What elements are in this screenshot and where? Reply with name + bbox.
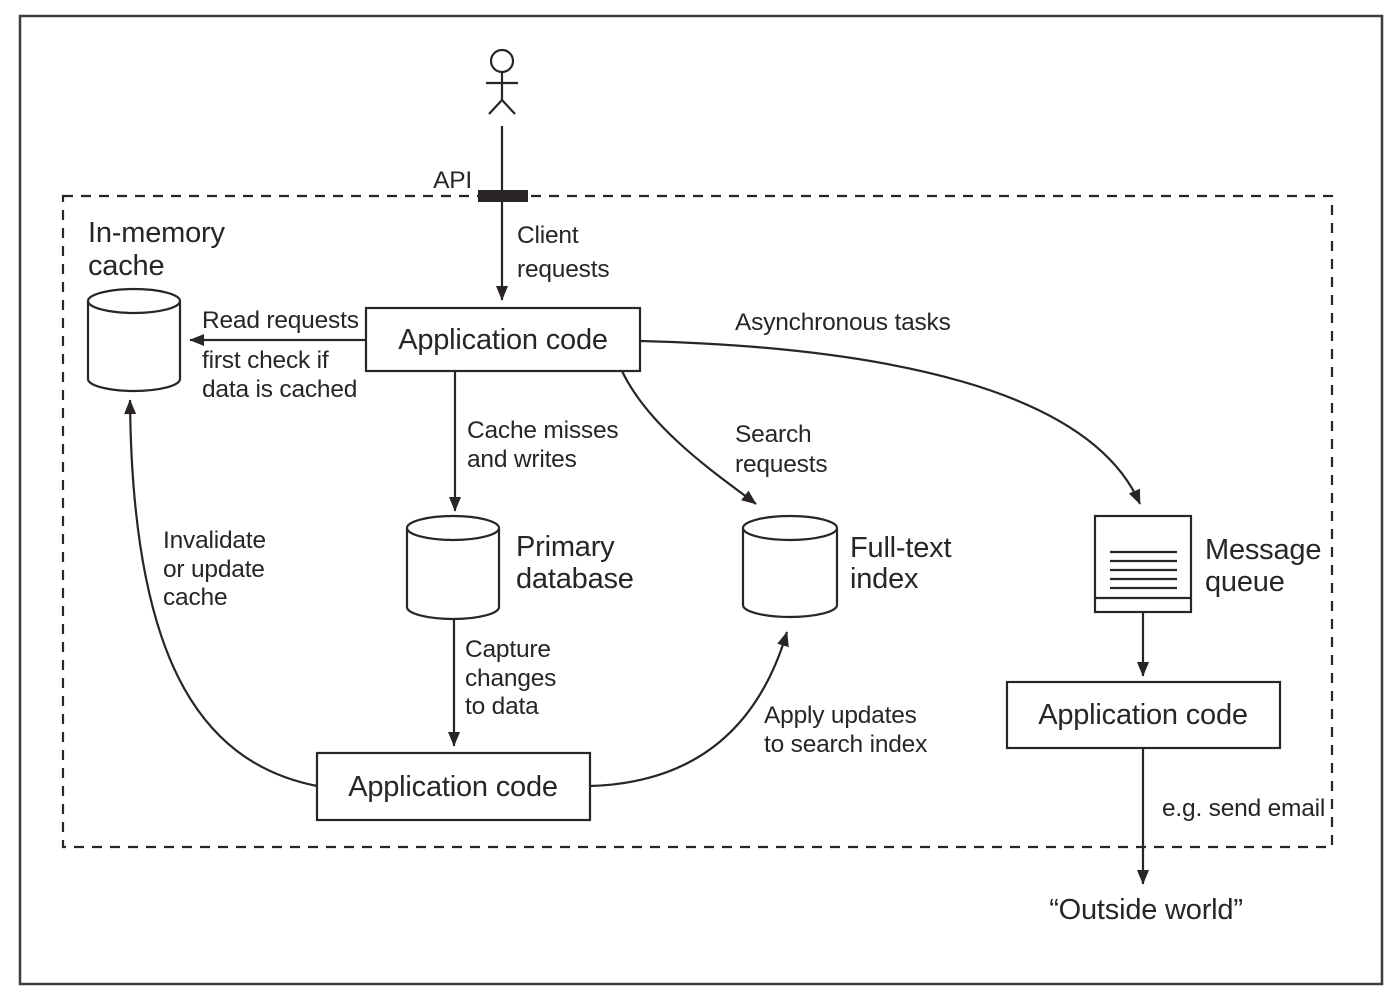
figure-border	[18, 14, 1384, 986]
apply-updates-label: Apply updates	[764, 702, 917, 729]
cache-misses-label: and writes	[467, 446, 577, 473]
search-requests-label: Search	[735, 421, 811, 448]
primary-database-label: database	[516, 563, 634, 595]
api-bar-icon	[478, 190, 528, 202]
application-code-top-label: Application code	[398, 324, 608, 356]
read-requests-note: first check if	[202, 347, 329, 374]
message-queue-label: queue	[1205, 566, 1285, 598]
node-application-code-right	[1005, 680, 1282, 750]
application-code-bottom-label: Application code	[348, 771, 558, 803]
capture-changes-label: Capture	[465, 636, 551, 663]
capture-changes-label: changes	[465, 665, 556, 692]
full-text-index-label: Full-text	[850, 532, 951, 564]
capture-changes-label: to data	[465, 693, 539, 720]
invalidate-cache-label: or update	[163, 556, 265, 583]
application-code-right-label: Application code	[1038, 699, 1248, 731]
message-queue-icon	[1093, 514, 1193, 614]
database-cylinder-icon	[741, 514, 839, 619]
primary-database-label: Primary	[516, 531, 615, 563]
full-text-index-label: index	[850, 563, 919, 595]
edge-asynchronous-tasks	[639, 339, 1142, 505]
read-requests-note: data is cached	[202, 376, 357, 403]
client-requests-label: requests	[517, 256, 609, 283]
invalidate-cache-label: Invalidate	[163, 527, 266, 554]
apply-updates-label: to search index	[764, 731, 927, 758]
node-application-code-bottom	[315, 751, 592, 822]
message-queue-label: Message	[1205, 534, 1321, 566]
asynchronous-tasks-label: Asynchronous tasks	[735, 309, 951, 336]
search-requests-label: requests	[735, 451, 827, 478]
invalidate-cache-label: cache	[163, 584, 227, 611]
database-cylinder-icon	[405, 514, 501, 621]
api-label: API	[433, 167, 472, 194]
outside-world-label: “Outside world”	[1049, 894, 1243, 926]
cache-misses-label: Cache misses	[467, 417, 618, 444]
system-boundary-dashed	[61, 194, 1334, 849]
edge-invalidate-cache	[124, 399, 318, 788]
in-memory-cache-label: In-memory	[88, 217, 225, 249]
read-requests-label: Read requests	[202, 307, 359, 334]
client-requests-label: Client	[517, 222, 579, 249]
database-cylinder-icon	[86, 287, 182, 393]
person-icon	[486, 48, 518, 115]
edge-search-requests	[621, 370, 757, 505]
in-memory-cache-label: cache	[88, 250, 164, 282]
send-email-label: e.g. send email	[1162, 795, 1325, 822]
node-application-code-top	[364, 306, 642, 373]
edge-apply-updates	[589, 631, 789, 788]
